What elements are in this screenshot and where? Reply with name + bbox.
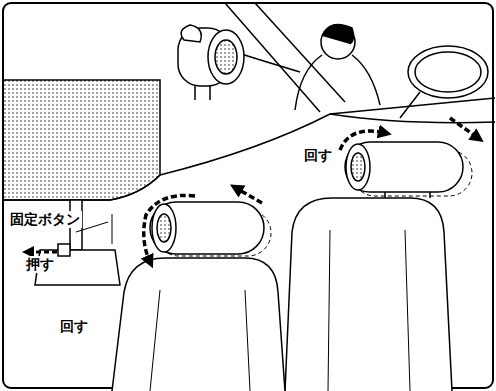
right-seat — [285, 118, 478, 391]
action-label: 回す — [58, 318, 90, 335]
action-label: 押す — [24, 256, 56, 273]
action-label: 回す — [302, 147, 334, 164]
part-label: 固定ボタン — [8, 211, 82, 228]
button-inset — [3, 80, 160, 285]
left-seat — [112, 188, 285, 391]
